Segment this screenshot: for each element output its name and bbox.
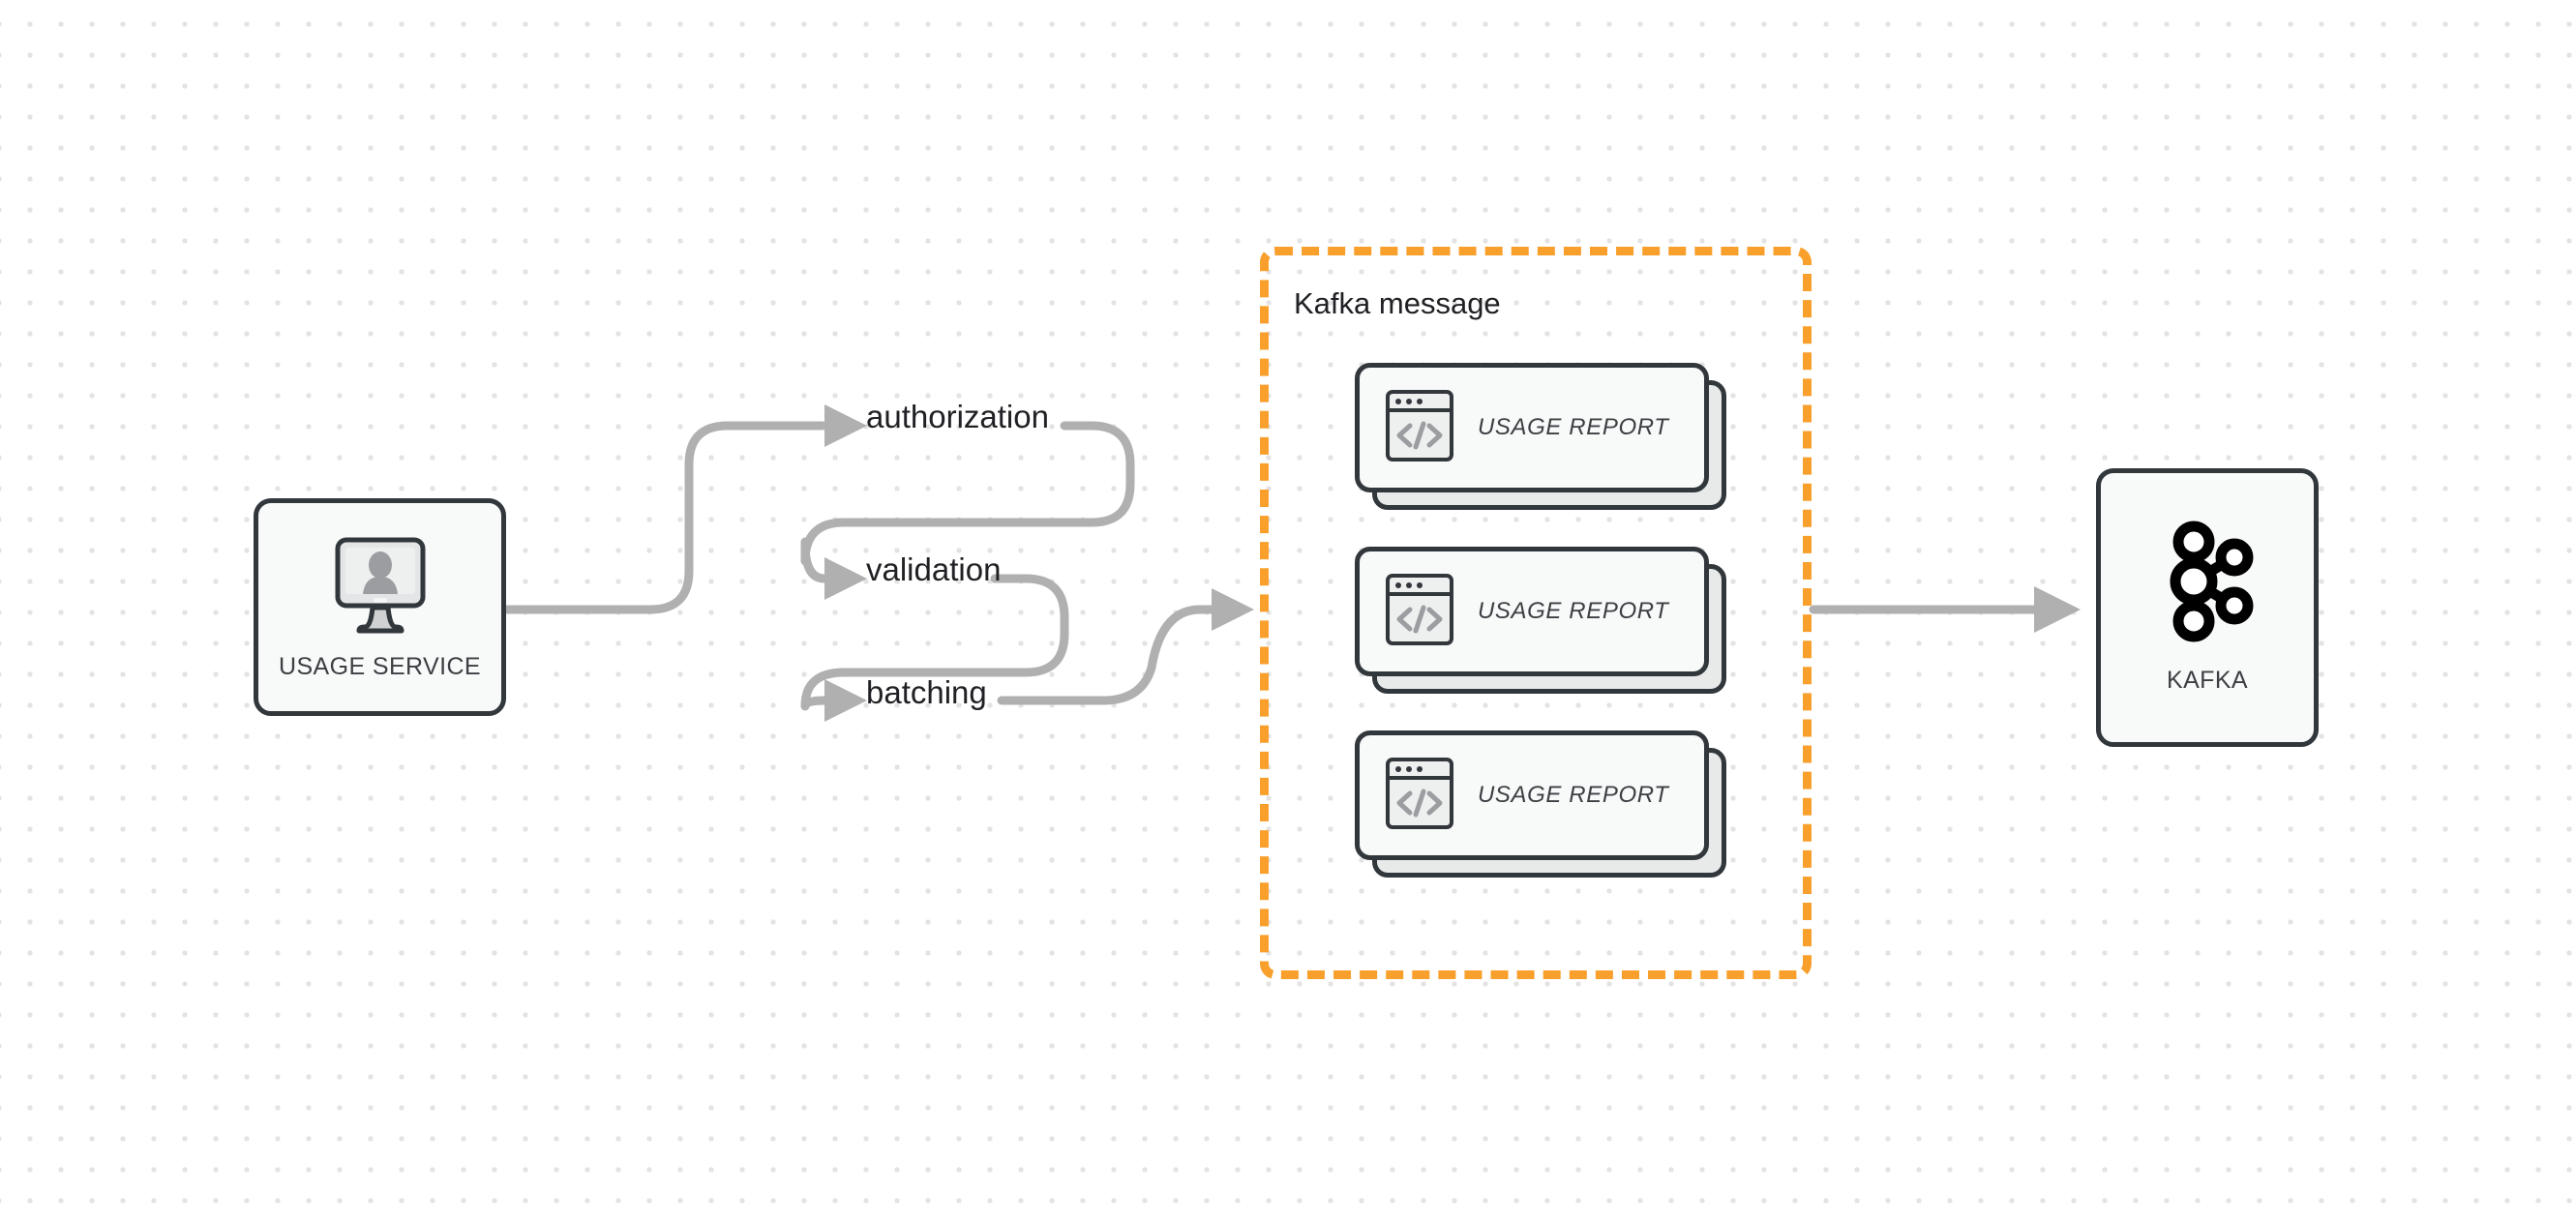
group-kafka-message[interactable] — [1260, 247, 1812, 979]
usage-report-card-front[interactable]: USAGE REPORT — [1355, 730, 1709, 860]
usage-report-card-front[interactable]: USAGE REPORT — [1355, 547, 1709, 676]
usage-report-card[interactable]: USAGE REPORT — [1355, 730, 1726, 878]
arrowhead-batching — [824, 679, 867, 722]
connector-batching-to-kafka-message — [997, 605, 1219, 705]
code-window-icon — [1385, 573, 1454, 651]
kafka-logo-icon — [2155, 521, 2260, 647]
usage-report-card-label: USAGE REPORT — [1478, 598, 1669, 624]
node-usage-service[interactable]: USAGE SERVICE — [254, 498, 506, 716]
arrowhead-authorization — [824, 404, 867, 447]
usage-report-card-label: USAGE REPORT — [1478, 782, 1669, 808]
code-window-icon — [1385, 389, 1454, 467]
arrowhead-kafka-message — [1212, 588, 1254, 631]
step-label-validation[interactable]: validation — [866, 551, 1002, 587]
usage-report-card[interactable]: USAGE REPORT — [1355, 363, 1726, 510]
monitor-user-icon — [326, 534, 434, 640]
connector-service-to-authorization — [501, 421, 827, 614]
arrowhead-validation — [824, 557, 867, 600]
arrowhead-kafka — [2034, 586, 2081, 633]
usage-report-card-label: USAGE REPORT — [1478, 414, 1669, 440]
step-label-authorization[interactable]: authorization — [866, 399, 1049, 434]
code-window-icon — [1385, 757, 1454, 835]
step-label-batching[interactable]: batching — [866, 674, 987, 710]
usage-report-card[interactable]: USAGE REPORT — [1355, 547, 1726, 694]
usage-report-card-front[interactable]: USAGE REPORT — [1355, 363, 1709, 492]
group-kafka-message-title: Kafka message — [1294, 286, 1501, 320]
node-usage-service-label: USAGE SERVICE — [279, 652, 481, 680]
node-kafka-label: KAFKA — [2167, 667, 2248, 694]
node-kafka[interactable]: KAFKA — [2096, 468, 2319, 747]
